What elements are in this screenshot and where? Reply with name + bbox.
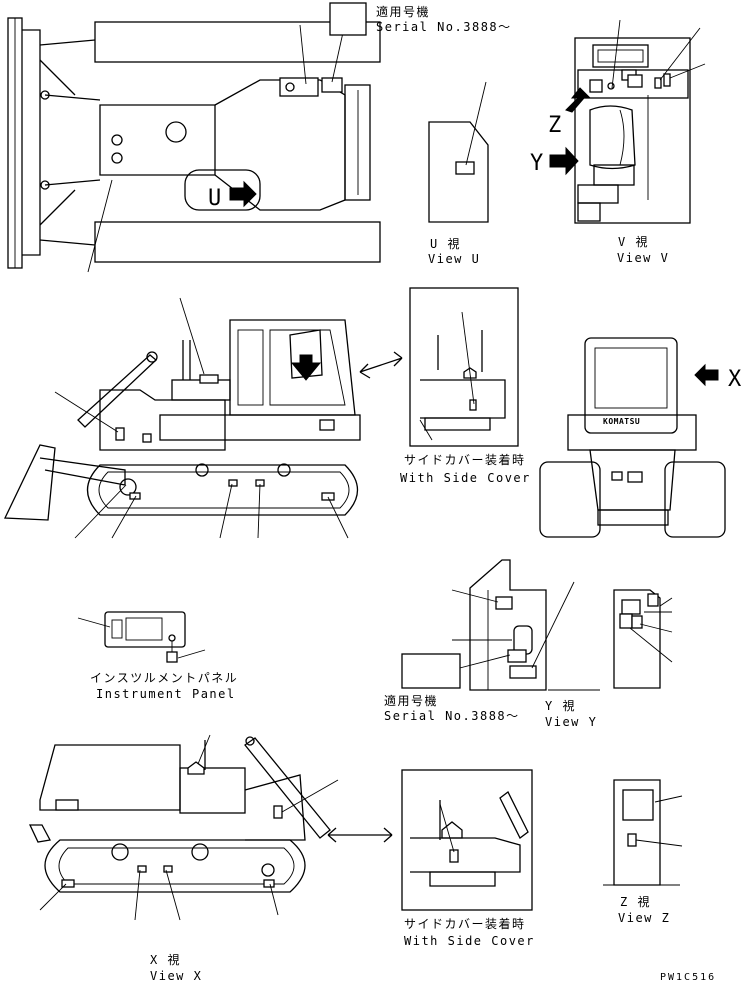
engine-hood-top (99, 104, 216, 176)
view-x-jp: X 視 (150, 952, 181, 967)
rear-track-left (539, 461, 601, 538)
top-view-dozer: U (7, 17, 381, 273)
view-u-en: View U (428, 252, 480, 266)
view-y-arrow (549, 146, 579, 176)
view-z-arrow (565, 87, 592, 113)
view-x-decal-5 (263, 879, 275, 888)
view-y-decal-1 (495, 596, 513, 610)
rear-view-dozer: KOMATSU X (539, 337, 742, 538)
view-v-detail: Z Y V 視 View V (530, 19, 706, 265)
view-x-decal-4 (163, 865, 173, 873)
rear-decal-2 (627, 471, 643, 483)
serial-top-jp: 適用号機 (376, 4, 430, 19)
arrow-letter-y: Y (530, 151, 543, 176)
view-y-jp: Y 視 (545, 698, 576, 713)
view-y-decal-3 (509, 665, 537, 679)
view-v-arrow-side (290, 354, 322, 381)
instrument-panel-jp: インスツルメントパネル (90, 671, 238, 685)
track-left (94, 21, 381, 63)
double-arrow-2 (327, 827, 393, 843)
side-cover-detail-1: サイドカバー装着時 With Side Cover (400, 287, 531, 485)
view-x-decal-3 (137, 865, 147, 873)
view-y-side-decal-2 (619, 613, 633, 629)
view-v-decal-2 (627, 74, 643, 88)
side-cover-2-en: With Side Cover (404, 934, 535, 948)
view-u-detail: U 視 View U (428, 81, 489, 266)
serial-box-mid (401, 653, 461, 689)
view-v-jp: V 視 (618, 234, 649, 249)
brand-logo-text: KOMATSU (603, 417, 640, 426)
view-z-detail: Z 視 View Z (603, 779, 683, 925)
view-x-en: View X (150, 969, 202, 983)
rear-decal-1 (611, 471, 623, 481)
engine-hood-side (99, 389, 226, 451)
decal-side-2 (142, 433, 152, 443)
drawing-code: PW1C516 (660, 972, 716, 983)
view-v-decal-3 (654, 77, 662, 89)
view-y-side-decal-1 (621, 599, 641, 615)
side-cover-1-jp: サイドカバー装着時 (404, 452, 526, 467)
view-y-panel (469, 559, 547, 691)
view-y-en: View Y (545, 715, 597, 729)
view-y-detail: Y 視 View Y (451, 559, 600, 729)
side-view-dozer (3, 297, 361, 539)
serial-mid-en: Serial No.3888～ (384, 709, 520, 723)
instrument-panel-decal (166, 651, 178, 663)
track-side (86, 464, 359, 516)
rear-cab (584, 337, 678, 434)
view-u-marker: U (208, 186, 221, 211)
operator-seat-top (184, 169, 261, 211)
serial-label-top: 適用号機 Serial No.3888～ (329, 2, 512, 36)
double-arrow-1 (359, 351, 403, 379)
view-u-decal (455, 161, 475, 175)
decal-side-1 (115, 427, 125, 441)
blade-side (3, 444, 56, 521)
side-cover-detail-2: サイドカバー装着時 With Side Cover (401, 769, 535, 948)
view-x-decal-2 (61, 879, 75, 888)
view-u-jp: U 視 (430, 236, 461, 251)
decal-track-4 (321, 492, 335, 501)
view-x-track (44, 839, 306, 893)
track-right (94, 221, 381, 263)
decal-track-1 (129, 492, 141, 500)
side-cover-decal-2 (449, 849, 459, 863)
view-z-decal-1 (622, 789, 654, 821)
side-cover-frame-1 (409, 287, 519, 447)
view-v-en: View V (617, 251, 669, 265)
arrow-letter-z: Z (548, 113, 561, 138)
view-v-decal-4 (663, 73, 671, 87)
serial-box-top (329, 2, 367, 36)
serial-mid-jp: 適用号機 (384, 693, 438, 708)
arrow-letter-x: X (728, 367, 742, 392)
instrument-panel-detail: インスツルメントパネル Instrument Panel (77, 611, 238, 701)
side-cover-frame-2 (401, 769, 533, 911)
side-cover-2-jp: サイドカバー装着時 (404, 916, 526, 931)
instrument-panel-en: Instrument Panel (96, 687, 236, 701)
instrument-panel-box (104, 611, 186, 648)
view-v-seat (589, 105, 636, 170)
view-z-decal-2 (627, 833, 637, 847)
view-u-panel (428, 121, 489, 223)
view-y-decal-2 (507, 649, 527, 663)
view-v-cab (574, 37, 691, 224)
view-u-arrow (229, 180, 257, 208)
view-z-en: View Z (618, 911, 670, 925)
serial-top-en: Serial No.3888～ (376, 20, 512, 34)
view-x-arrow (694, 363, 719, 387)
view-z-jp: Z 視 (620, 894, 651, 909)
side-cover-decal-1 (469, 399, 477, 411)
view-x-decal-1 (273, 805, 283, 819)
decal-track-2 (228, 479, 238, 487)
serial-label-mid: 適用号機 Serial No.3888～ (384, 653, 520, 723)
view-v-decal-1 (589, 79, 603, 93)
side-cover-1-en: With Side Cover (400, 471, 531, 485)
view-y-side-panel (613, 589, 673, 689)
view-x-detail: X 視 View X (28, 734, 339, 983)
decal-top-2 (321, 77, 343, 93)
rear-track-right (664, 461, 726, 538)
